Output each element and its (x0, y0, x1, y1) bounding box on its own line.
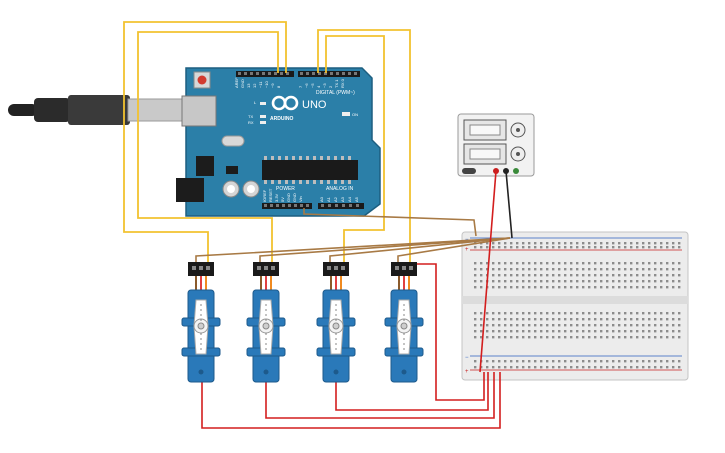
supply-wires (479, 170, 513, 373)
pin-label-12: 12 (252, 83, 257, 88)
pin-label-a0: A0 (319, 196, 324, 202)
pin-label-6: ~6 (304, 83, 309, 88)
signal-wire-servo-2 (137, 31, 279, 262)
pin-label-3: ~3 (322, 83, 327, 88)
pin-label-5: ~5 (310, 83, 315, 88)
pin-label-gnd: GND (240, 79, 245, 88)
power-switch[interactable] (462, 168, 476, 174)
power-header (262, 203, 312, 209)
tx-label: TX (248, 114, 253, 119)
pin-label-ioref: IOREF (262, 189, 267, 202)
breadboard[interactable]: + − − + (461, 231, 689, 381)
pin-label-tx: TX 1 (334, 79, 339, 88)
pin-label-gnd1: GND (286, 193, 291, 202)
servo-3[interactable] (316, 262, 356, 383)
pin-label-vin: Vin (298, 196, 303, 202)
pin-label-gnd2: GND (292, 193, 297, 202)
digital-label: DIGITAL (PWM~) (316, 90, 355, 96)
signal-wire-servo-1 (123, 21, 287, 262)
pin-label-reset: RESET (268, 188, 273, 202)
pin-label-5v: 5V (280, 197, 285, 202)
analog-label: ANALOG IN (326, 186, 354, 192)
rx-label: RX (248, 120, 254, 125)
pin-label-3v3: 3.3V (274, 193, 279, 202)
power-label: POWER (276, 186, 295, 192)
dc-jack-icon (176, 178, 204, 202)
rail-plus-label-bottom: + (465, 369, 469, 375)
pin-label-2: 2 (328, 85, 333, 88)
pin-label-10: ~10 (264, 80, 269, 88)
supply-wire-positive (479, 170, 497, 373)
power-wire-servo-4 (416, 263, 485, 401)
arduino-uno-board[interactable]: AREF GND 13 12 ~11 ~10 ~9 8 7 ~6 ~5 4 ~3… (176, 67, 381, 217)
breadboard-holes (474, 242, 681, 369)
pin-label-rx: RX 0 (340, 78, 345, 88)
servo-2[interactable] (246, 262, 286, 383)
ground-wire-arduino (303, 208, 477, 237)
servo-4[interactable] (384, 262, 424, 383)
pin-label-a3: A3 (340, 196, 345, 202)
voltage-regulator (196, 156, 214, 176)
ground-wire-servo-3 (329, 237, 511, 262)
ic-chip-icon (262, 160, 358, 180)
power-wires (201, 263, 501, 429)
on-label: ON (352, 112, 358, 117)
pin-label-7: 7 (298, 85, 303, 88)
pin-label-a5: A5 (354, 196, 359, 202)
digital-header-right (298, 71, 360, 77)
arduino-logo-icon (271, 95, 299, 111)
crystal (221, 135, 245, 147)
signal-wire-servo-4 (317, 29, 411, 262)
signal-wires (123, 21, 411, 262)
pin-label-8: 8 (276, 85, 281, 88)
arduino-brand-label: ARDUINO (270, 116, 293, 122)
power-supply[interactable] (457, 113, 535, 177)
power-wire-servo-1 (201, 372, 501, 429)
pin-label-9: ~9 (270, 83, 275, 88)
ground-wire-servo-1 (195, 237, 511, 262)
pin-label-a4: A4 (347, 196, 352, 202)
servo-group (181, 262, 424, 383)
ground-wire-servo-4 (397, 237, 511, 262)
pin-label-13: 13 (246, 83, 251, 88)
power-wire-servo-3 (335, 372, 489, 411)
pin-label-11: ~11 (258, 81, 263, 88)
rail-minus-label-bottom: − (465, 355, 469, 361)
arduino-model-label: UNO (302, 99, 327, 111)
ground-wire-servo-2 (259, 237, 511, 262)
analog-header (318, 203, 364, 209)
supply-wire-negative (505, 170, 513, 239)
rail-plus-label-top: + (465, 247, 469, 253)
pin-label-a1: A1 (326, 196, 331, 202)
pin-label-aref: AREF (234, 77, 239, 88)
l-label: L (254, 100, 257, 105)
ground-wires (195, 208, 511, 262)
signal-wire-servo-3 (325, 35, 385, 262)
servo-1[interactable] (181, 262, 221, 383)
pin-label-a2: A2 (333, 196, 338, 202)
power-wire-servo-2 (265, 372, 495, 419)
pin-label-4: 4 (316, 85, 321, 88)
usb-port (181, 95, 217, 127)
